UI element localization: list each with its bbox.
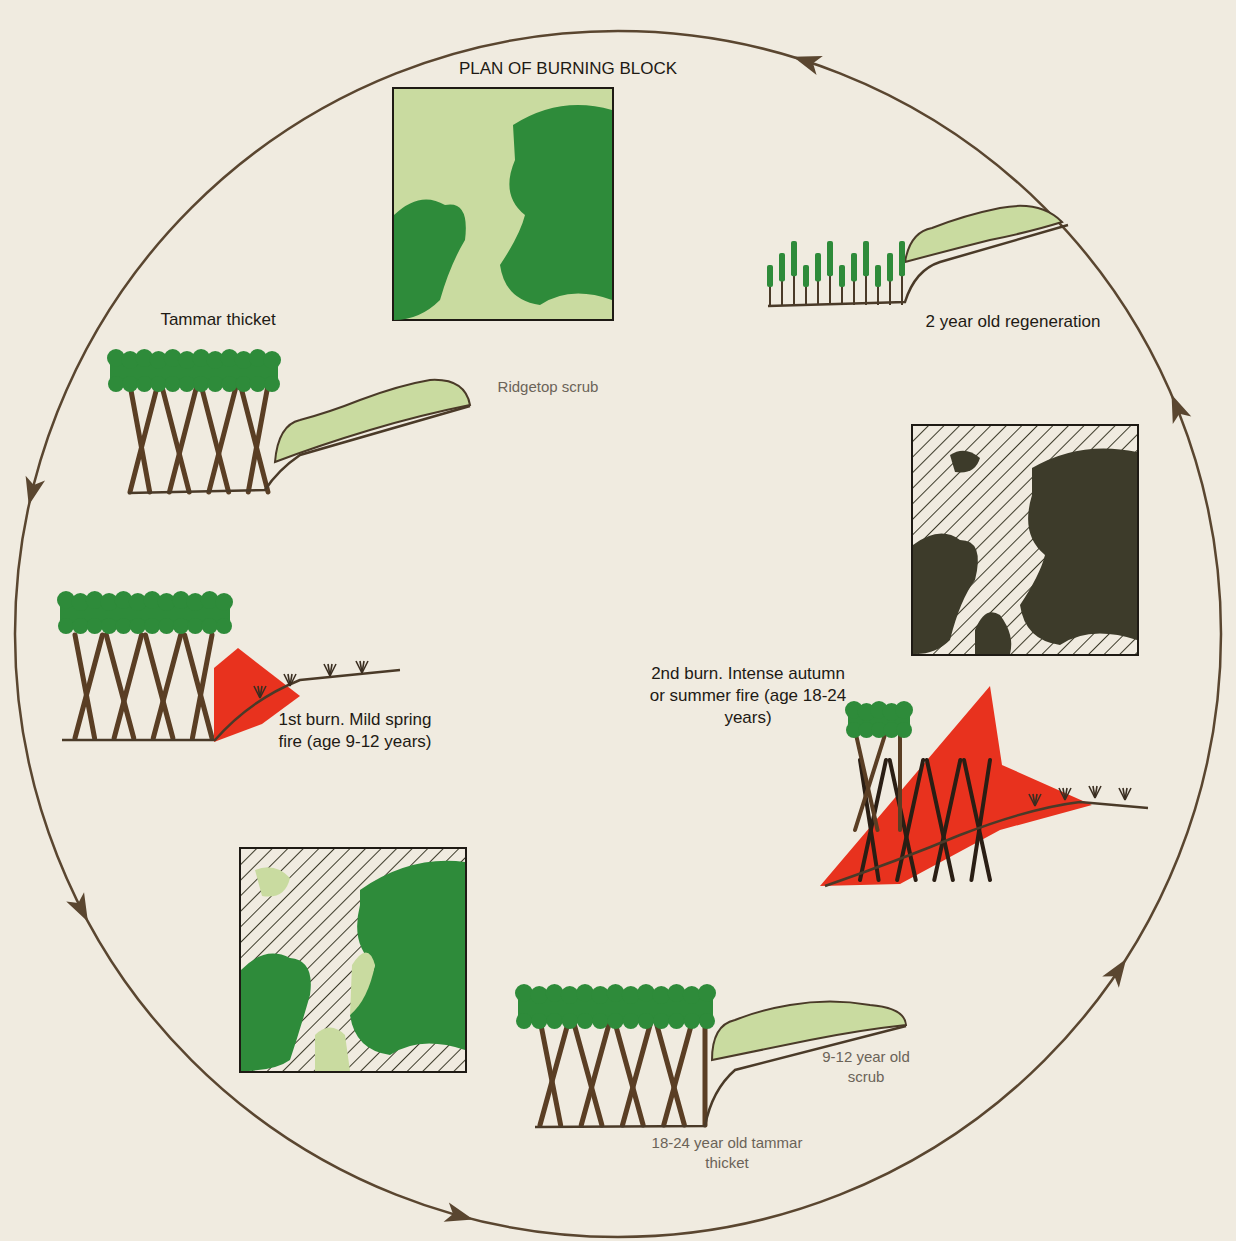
plan-square	[393, 88, 613, 320]
second-burn-profile	[820, 686, 1148, 886]
stage-label: 18-24 year old tammar thicket	[647, 1133, 807, 1172]
cycle-arrow	[1162, 391, 1191, 424]
cycle-arrow	[444, 1203, 476, 1230]
plan-square	[912, 425, 1138, 655]
regeneration-profile	[767, 206, 1068, 306]
stage-label: 2nd burn. Intense autumn or summer fire …	[648, 663, 848, 729]
stage-label: 9-12 year old scrub	[806, 1047, 926, 1086]
stage-label: 2 year old regeneration	[898, 311, 1128, 333]
thicket-profile	[107, 349, 470, 493]
plan-square	[240, 848, 466, 1072]
stage-label: Ridgetop scrub	[473, 377, 623, 397]
cycle-arrow	[1102, 953, 1134, 987]
cycle-arrow	[19, 476, 45, 508]
stage-label: 1st burn. Mild spring fire (age 9-12 yea…	[270, 709, 440, 753]
cycle-arrow	[790, 47, 823, 75]
cycle-circle	[15, 31, 1221, 1237]
cycle-arrow	[66, 892, 97, 926]
stage-label: Tammar thicket	[118, 309, 318, 331]
plan-title: PLAN OF BURNING BLOCK	[408, 58, 728, 80]
